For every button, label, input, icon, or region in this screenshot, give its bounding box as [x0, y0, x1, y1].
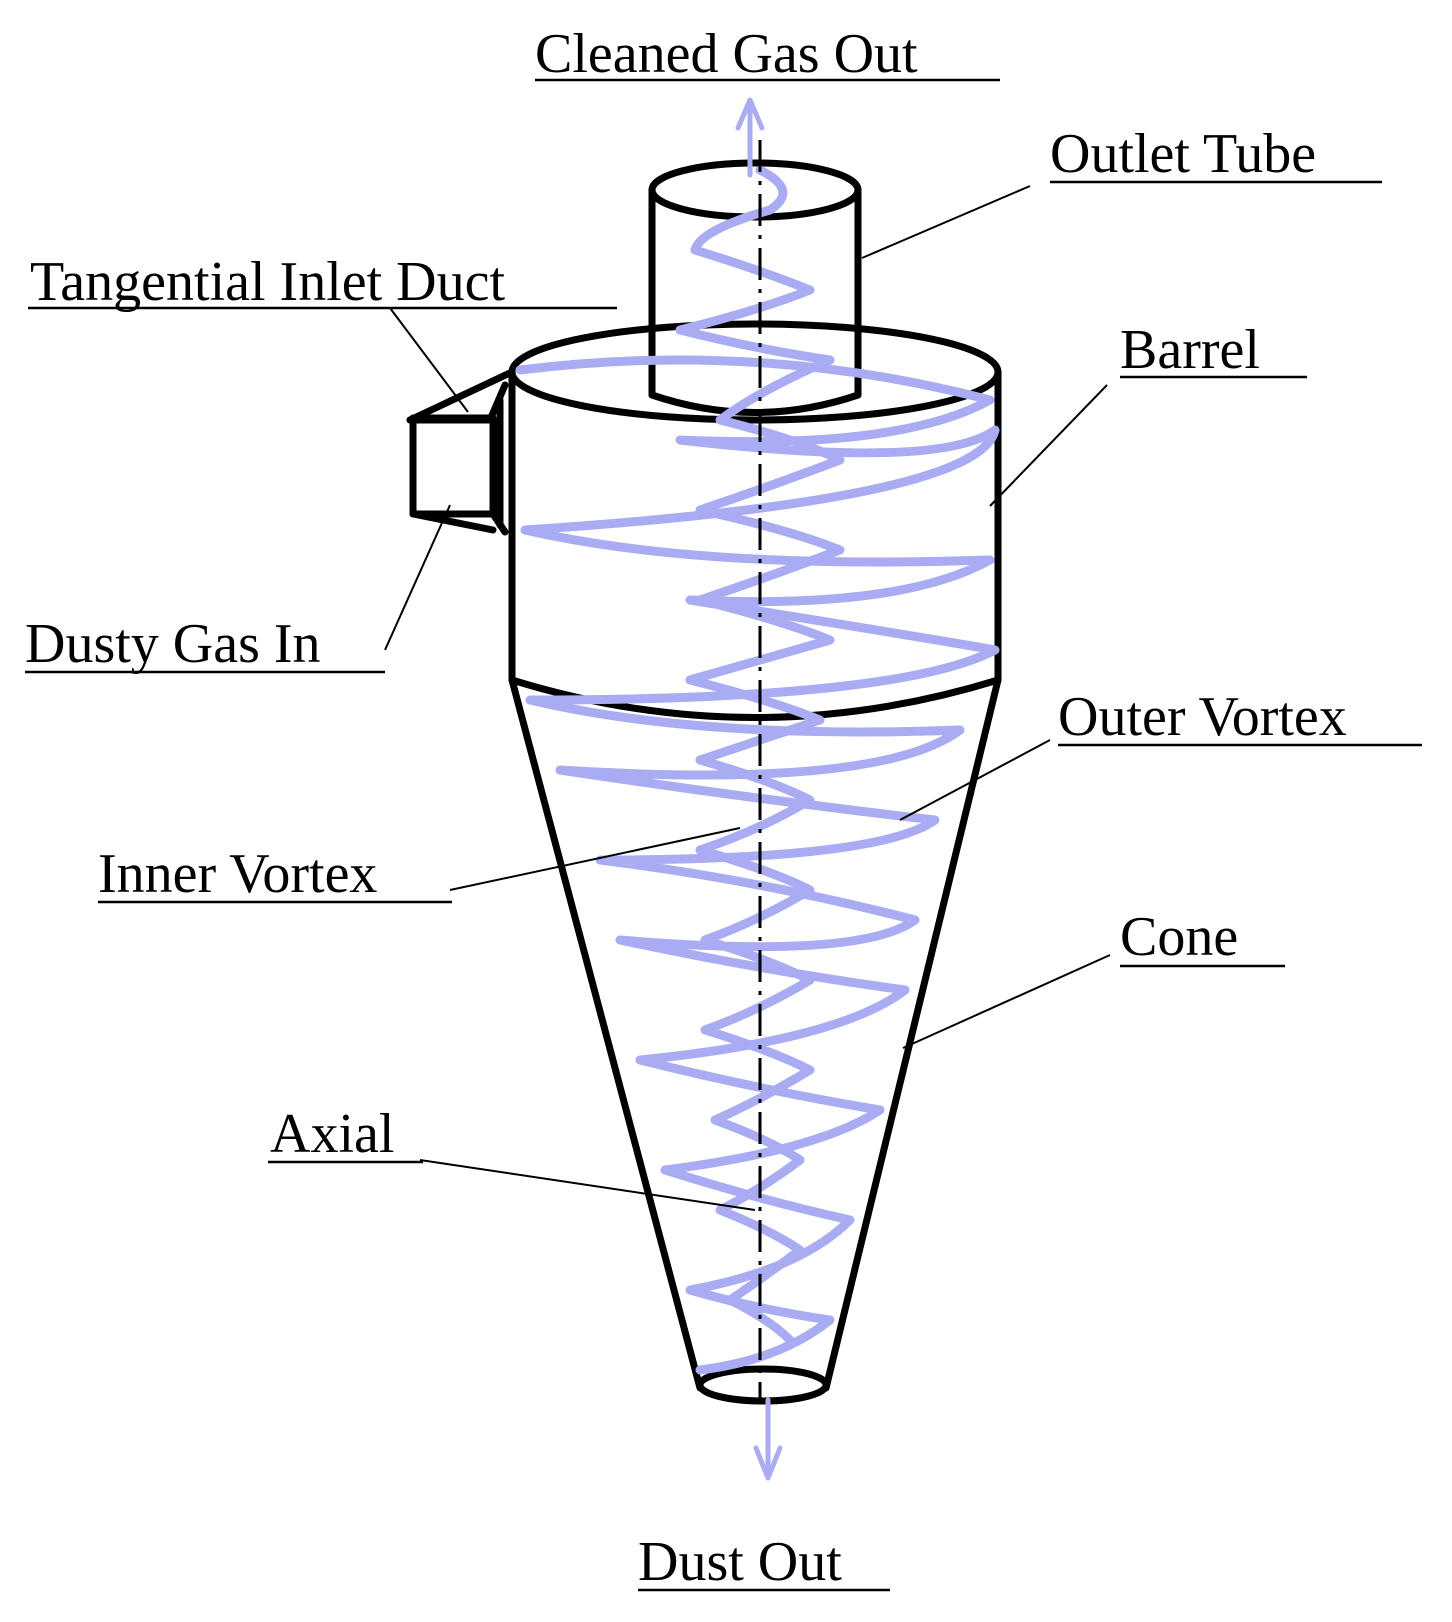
label-tangential-inlet-duct-text: Tangential Inlet Duct	[30, 251, 505, 313]
label-dusty-gas-in: Dusty Gas In	[25, 613, 385, 675]
cleaned-gas-arrow	[735, 97, 765, 178]
label-outer-vortex: Outer Vortex	[1058, 686, 1422, 748]
leader-barrel	[989, 384, 1108, 507]
label-dusty-gas-in-text: Dusty Gas In	[25, 613, 321, 675]
label-dust-out-text: Dust Out	[638, 1531, 842, 1593]
cyclone-body	[406, 159, 1002, 1405]
leader-dusty-gas	[384, 504, 451, 651]
label-cone-text: Cone	[1120, 906, 1238, 968]
leader-cone	[902, 954, 1111, 1049]
label-barrel: Barrel	[1120, 319, 1307, 381]
label-inner-vortex: Inner Vortex	[98, 843, 452, 905]
vortex-flow	[515, 165, 1000, 1375]
leader-inner-vortex	[449, 827, 741, 891]
outer-vortex-path	[515, 355, 1000, 1375]
leader-inlet-duct	[389, 307, 469, 413]
inlet-duct-shape	[406, 368, 516, 536]
label-inner-vortex-text: Inner Vortex	[98, 843, 377, 905]
label-outlet-tube: Outlet Tube	[1050, 123, 1382, 185]
label-axial: Axial	[268, 1103, 423, 1165]
label-cone: Cone	[1120, 906, 1285, 968]
label-axial-text: Axial	[270, 1103, 394, 1165]
label-barrel-text: Barrel	[1120, 319, 1260, 381]
dust-out-arrow	[753, 1397, 783, 1481]
inner-vortex-path	[675, 165, 845, 1345]
leader-outlet-tube	[861, 185, 1031, 259]
label-cleaned-gas-out: Cleaned Gas Out	[535, 23, 1000, 85]
label-cleaned-gas-out-text: Cleaned Gas Out	[535, 23, 918, 85]
label-outlet-tube-text: Outlet Tube	[1050, 123, 1316, 185]
outlet-tube-shape	[648, 159, 862, 416]
leader-lines	[384, 185, 1111, 1211]
label-tangential-inlet-duct: Tangential Inlet Duct	[28, 251, 617, 313]
leader-outer-vortex	[899, 739, 1051, 821]
label-outer-vortex-text: Outer Vortex	[1058, 686, 1347, 748]
cone-shape	[508, 676, 1002, 1405]
labels: Cleaned Gas Out Outlet Tube Tangential I…	[25, 23, 1422, 1593]
label-dust-out: Dust Out	[638, 1531, 890, 1593]
leader-axial	[419, 1159, 756, 1211]
